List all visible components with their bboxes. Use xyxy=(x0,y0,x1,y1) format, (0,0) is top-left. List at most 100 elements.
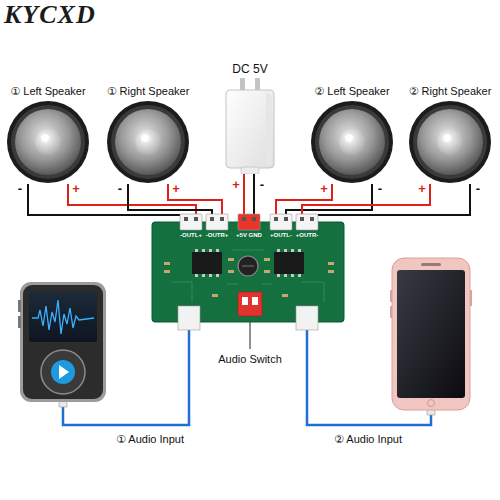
leader-line xyxy=(250,318,251,349)
smd-part xyxy=(282,294,288,297)
polarity-mark: + xyxy=(172,182,180,196)
header-connector xyxy=(270,214,292,230)
chip-pin xyxy=(291,274,294,277)
chip-pin xyxy=(284,249,287,252)
speaker-dome xyxy=(135,129,161,155)
capacitor-mark xyxy=(242,266,254,267)
polarity-mark: + xyxy=(72,182,80,196)
mp3-player xyxy=(18,282,106,402)
smd-part xyxy=(228,258,234,261)
capacitor xyxy=(238,256,258,276)
speaker-dome xyxy=(437,129,463,155)
header-pin xyxy=(242,217,246,221)
speaker-surround xyxy=(11,105,85,179)
watermark: KYCXD xyxy=(4,1,96,30)
phone-screen xyxy=(397,270,465,398)
switch-lever xyxy=(242,297,248,305)
speaker-wire xyxy=(312,184,470,222)
chip-pin xyxy=(195,249,198,252)
waveform xyxy=(32,300,94,334)
dip-switch xyxy=(238,292,262,316)
speaker-cone xyxy=(15,109,81,175)
chip-pin xyxy=(195,274,198,277)
chip-pin xyxy=(277,274,280,277)
smd-part xyxy=(264,270,270,273)
smd-part xyxy=(264,258,270,261)
input-connector xyxy=(296,306,318,330)
header-pin xyxy=(184,217,188,221)
header-pin xyxy=(274,217,278,221)
part-label: ① Left Speaker xyxy=(10,84,85,98)
part-label: ② Right Speaker xyxy=(409,84,492,98)
speaker-drawing xyxy=(106,100,190,184)
phone-speaker xyxy=(421,263,441,266)
header-connector xyxy=(180,214,202,230)
header-connector xyxy=(238,214,260,230)
player-screen xyxy=(29,292,97,342)
chip-pin xyxy=(298,274,301,277)
polarity-mark: - xyxy=(18,182,22,196)
play-symbol xyxy=(59,365,69,379)
polarity-mark: - xyxy=(378,182,382,196)
connector-label: -OUTL+ xyxy=(180,232,202,239)
adapter-prong xyxy=(255,78,260,91)
speaker-highlight xyxy=(443,134,451,142)
amplifier-chip xyxy=(274,252,304,274)
speaker: ① Left Speaker xyxy=(0,84,96,184)
part-label: ② Left Speaker xyxy=(314,84,389,98)
speaker-drawing xyxy=(6,100,90,184)
chip-pin xyxy=(291,249,294,252)
chip-pin xyxy=(202,274,205,277)
switch-lever xyxy=(252,297,258,305)
header-pin xyxy=(220,217,224,221)
speaker: ① Right Speaker xyxy=(100,84,196,184)
speaker-cone xyxy=(319,109,385,175)
speaker-surround xyxy=(413,105,487,179)
smd-part xyxy=(228,270,234,273)
speaker-dome xyxy=(35,129,61,155)
callout-label: Audio Switch xyxy=(218,353,282,365)
speaker-surround xyxy=(111,105,185,179)
side-button xyxy=(18,300,21,312)
part-label: ① Right Speaker xyxy=(107,84,190,98)
speaker: ② Right Speaker xyxy=(402,84,498,184)
smartphone xyxy=(390,258,472,410)
connector-label: +OUTL- xyxy=(270,232,292,239)
chip-pin xyxy=(277,249,280,252)
speaker-rim xyxy=(311,101,393,183)
chip-pin xyxy=(209,249,212,252)
smd-part xyxy=(328,270,334,273)
connector-label: +OUTR- xyxy=(296,232,319,239)
phone-home-button xyxy=(428,400,435,407)
polarity-mark: + xyxy=(418,182,426,196)
input-connector xyxy=(178,306,200,330)
header-pin xyxy=(310,217,314,221)
polarity-mark: - xyxy=(476,182,480,196)
connector-label: +5V GND xyxy=(236,232,262,239)
power-adapter: DC 5V xyxy=(222,62,278,174)
speaker-surround xyxy=(315,105,389,179)
side-button xyxy=(390,306,392,318)
smd-part xyxy=(212,294,218,297)
adapter-grommet xyxy=(241,167,259,174)
speaker-highlight xyxy=(41,134,49,142)
speaker-rim xyxy=(107,101,189,183)
side-button xyxy=(390,290,392,302)
polarity-mark: + xyxy=(232,178,240,192)
polarity-mark: - xyxy=(118,182,122,196)
header-pin xyxy=(194,217,198,221)
play-button xyxy=(51,360,75,384)
part-label: DC 5V xyxy=(232,62,267,76)
speaker-highlight xyxy=(345,134,353,142)
amplifier-chip xyxy=(192,252,222,274)
chip-pin xyxy=(209,274,212,277)
input-label: ② Audio Input xyxy=(334,433,402,445)
chip-pin xyxy=(202,249,205,252)
header-pin xyxy=(252,217,256,221)
input-label: ① Audio Input xyxy=(116,433,184,445)
player-wheel xyxy=(41,350,85,394)
header-connector xyxy=(296,214,318,230)
speaker-rim xyxy=(409,101,491,183)
